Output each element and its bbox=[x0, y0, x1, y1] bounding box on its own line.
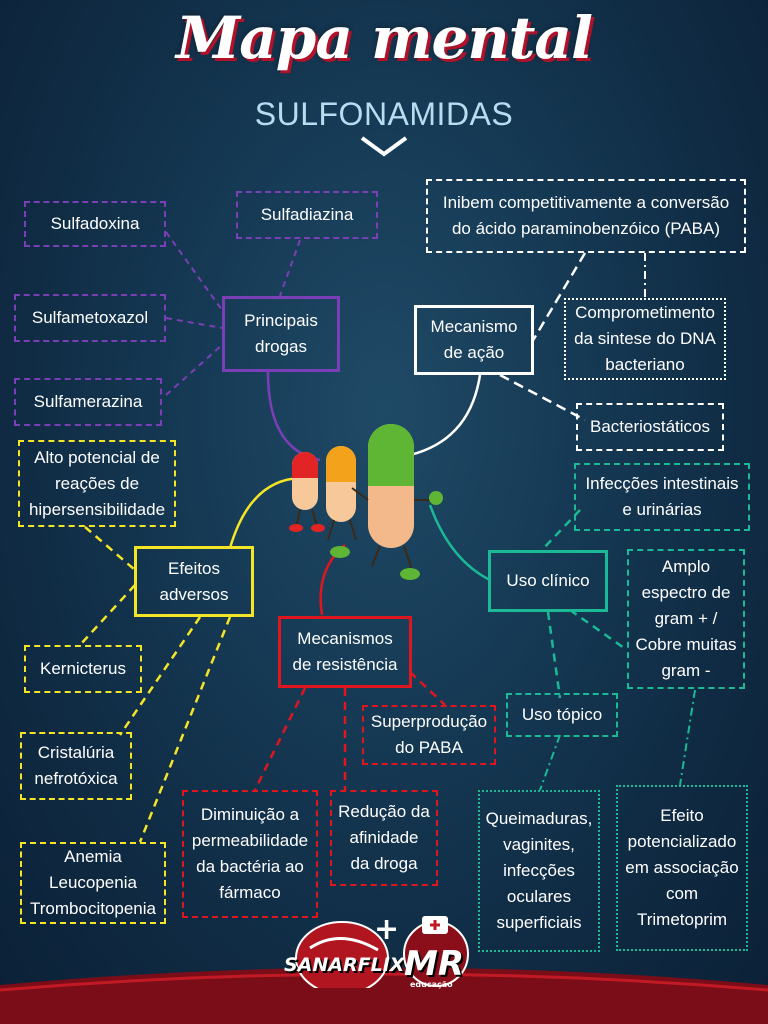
node-efeito-potencializado: Efeito potencializado em associação com … bbox=[616, 785, 748, 951]
sanarflix-logo-mark bbox=[295, 921, 389, 988]
node-sulfametoxazol: Sulfametoxazol bbox=[14, 294, 166, 342]
node-efeitos-adversos: Efeitos adversos bbox=[134, 546, 254, 617]
node-infeccoes: Infecções intestinais e urinárias bbox=[574, 463, 750, 531]
node-mecanismos-resistencia: Mecanismos de resistência bbox=[278, 616, 412, 688]
node-superproducao: Superprodução do PABA bbox=[362, 705, 496, 765]
node-comprometimento: Comprometimento da sintese do DNA bacter… bbox=[564, 298, 726, 380]
node-uso-clinico: Uso clínico bbox=[488, 550, 608, 612]
node-sulfadiazina: Sulfadiazina bbox=[236, 191, 378, 239]
node-sulfadoxina: Sulfadoxina bbox=[24, 201, 166, 247]
node-amplo-espectro: Amplo espectro de gram + / Cobre muitas … bbox=[627, 549, 745, 689]
mr-logo: MR bbox=[404, 944, 465, 984]
node-inibem: Inibem competitivamente a conversão do á… bbox=[426, 179, 746, 253]
node-diminuicao: Diminuição a permeabilidade da bactéria … bbox=[182, 790, 318, 918]
node-kernicterus: Kernicterus bbox=[24, 645, 142, 693]
plus-sign: + bbox=[374, 912, 400, 947]
mr-logo-mark bbox=[403, 916, 469, 987]
node-anemia: Anemia Leucopenia Trombocitopenia bbox=[20, 842, 166, 924]
page-title: Mapa mental bbox=[176, 4, 593, 72]
sanarflix-logo: SANARFLIX bbox=[284, 954, 405, 976]
node-sulfamerazina: Sulfamerazina bbox=[14, 378, 162, 426]
node-cristaluria: Cristalúria nefrotóxica bbox=[20, 732, 132, 800]
node-principais-drogas: Principais drogas bbox=[222, 296, 340, 372]
node-queimaduras: Queimaduras, vaginites, infecções ocular… bbox=[478, 790, 600, 952]
page-subtitle: SULFONAMIDAS bbox=[254, 96, 514, 132]
node-mecanismo-acao: Mecanismo de ação bbox=[414, 305, 534, 375]
node-bacteriostaticos: Bacteriostáticos bbox=[576, 403, 724, 451]
node-uso-topico: Uso tópico bbox=[506, 693, 618, 737]
footer-logos: SANARFLIX + MR educação bbox=[0, 912, 768, 1024]
node-alto-potencial: Alto potencial de reações de hipersensib… bbox=[18, 440, 176, 527]
pill-mascots-illustration bbox=[289, 424, 443, 580]
node-reducao: Redução da afinidade da droga bbox=[330, 790, 438, 886]
mr-logo-subtitle: educação bbox=[410, 980, 453, 989]
chevron-down-icon bbox=[360, 136, 408, 157]
